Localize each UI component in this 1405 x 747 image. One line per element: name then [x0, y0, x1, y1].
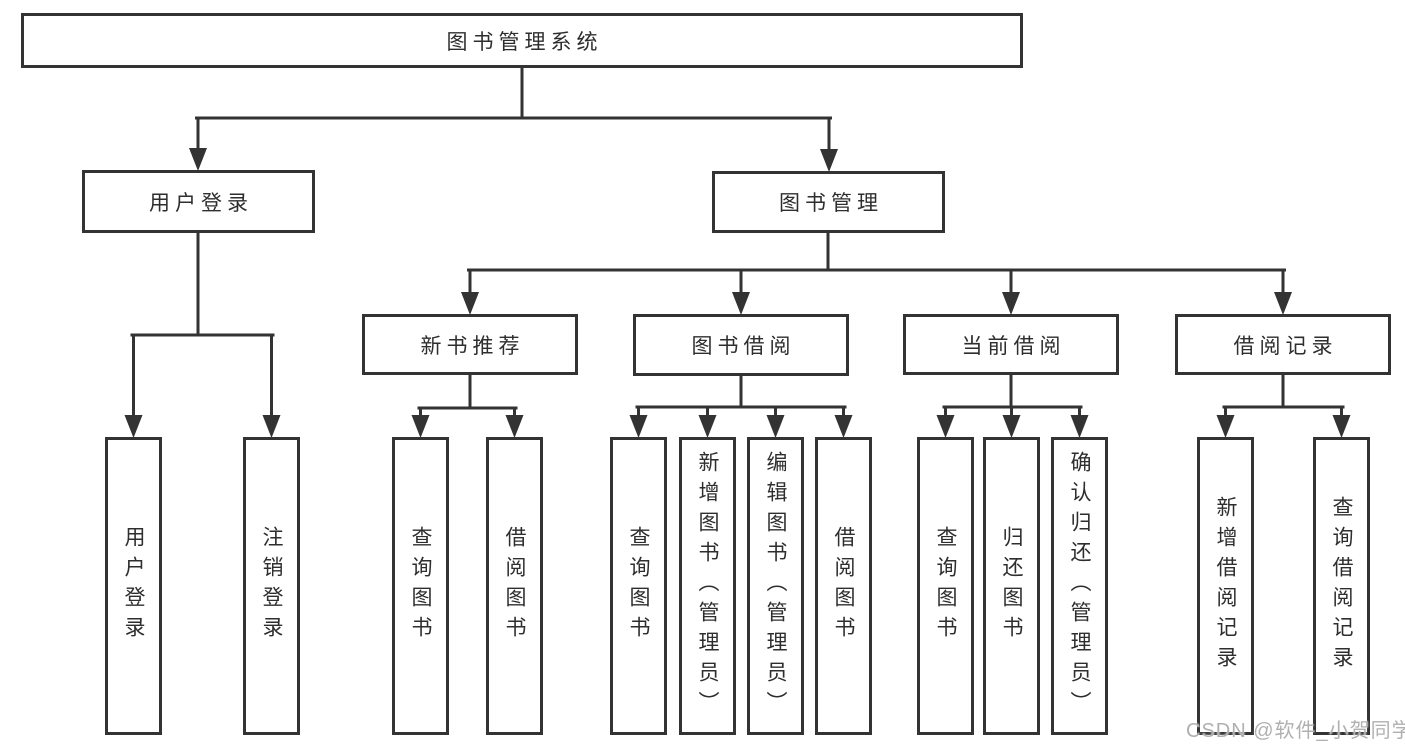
- node-label: 当前借阅: [961, 334, 1066, 358]
- node-label: 借阅记录: [1233, 334, 1338, 358]
- leaf-return-books: 归还图书: [983, 437, 1040, 735]
- leaf-label: 归还图书: [1000, 526, 1023, 646]
- node-book-borrowing: 图书借阅: [633, 314, 849, 376]
- node-label: 新书推荐: [420, 334, 525, 358]
- leaf-query-borrow-record: 查询借阅记录: [1313, 437, 1370, 735]
- node-current-borrowing: 当前借阅: [903, 314, 1119, 375]
- leaf-label: 查询借阅记录: [1330, 496, 1353, 676]
- csdn-watermark: CSDN @软件_小贺同学: [1186, 720, 1405, 742]
- leaf-label: 编辑图书（管理员）: [764, 451, 787, 721]
- leaf-label: 借阅图书: [503, 526, 526, 646]
- node-library-system-root: 图书管理系统: [21, 13, 1023, 68]
- leaf-confirm-return-admin: 确认归还（管理员）: [1051, 437, 1108, 735]
- leaf-label: 用户登录: [122, 526, 145, 646]
- leaf-query-books: 查询图书: [610, 437, 667, 735]
- leaf-label: 查询图书: [409, 526, 432, 646]
- leaf-borrow-books: 借阅图书: [486, 437, 543, 735]
- leaf-query-books: 查询图书: [917, 437, 974, 735]
- node-label: 图书借阅: [691, 335, 796, 358]
- node-label: 图书管理: [779, 192, 883, 215]
- leaf-user-login: 用户登录: [105, 437, 162, 735]
- leaf-query-books: 查询图书: [392, 437, 449, 735]
- leaf-label: 查询图书: [934, 526, 957, 646]
- leaf-label: 查询图书: [627, 526, 650, 646]
- leaf-label: 借阅图书: [832, 526, 855, 646]
- leaf-edit-books-admin: 编辑图书（管理员）: [747, 437, 804, 735]
- node-borrow-records: 借阅记录: [1175, 314, 1391, 375]
- node-label: 用户登录: [149, 191, 253, 215]
- leaf-borrow-books: 借阅图书: [815, 437, 872, 735]
- leaf-label: 新增图书（管理员）: [696, 451, 719, 721]
- node-book-management: 图书管理: [712, 171, 945, 233]
- node-user-login: 用户登录: [82, 170, 315, 233]
- leaf-label: 确认归还（管理员）: [1068, 451, 1091, 721]
- leaf-add-borrow-record: 新增借阅记录: [1197, 437, 1254, 735]
- node-new-book-recommend: 新书推荐: [362, 314, 578, 375]
- leaf-label: 新增借阅记录: [1214, 496, 1237, 676]
- node-label: 图书管理系统: [446, 30, 603, 54]
- leaf-add-books-admin: 新增图书（管理员）: [679, 437, 736, 735]
- leaf-label: 注销登录: [260, 526, 283, 646]
- leaf-logout: 注销登录: [243, 437, 300, 735]
